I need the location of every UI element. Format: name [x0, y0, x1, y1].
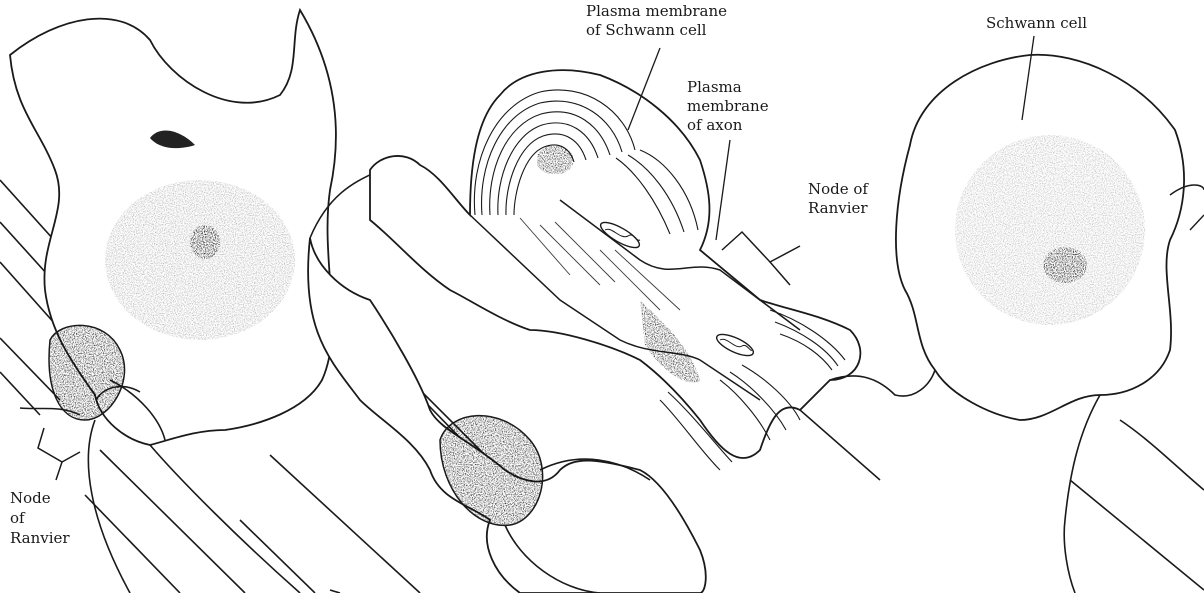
leader-axon-membrane [716, 140, 730, 240]
label-node-of-ranvier-left: Node of Ranvier [10, 488, 70, 548]
myelin-sheath-cutaway [370, 70, 860, 470]
left-node-bracket [20, 408, 80, 480]
right-lower-tubes [1064, 395, 1204, 593]
label-plasma-membrane-schwann: Plasma membrane of Schwann cell [586, 2, 727, 40]
left-lower-tube [88, 420, 300, 593]
right-schwann-nucleus [1043, 247, 1087, 283]
left-schwann-nucleus [190, 225, 220, 259]
label-schwann-cell: Schwann cell [986, 14, 1087, 33]
left-schwann-cell [10, 10, 336, 445]
label-node-of-ranvier-center: Node of Ranvier [808, 180, 868, 218]
label-plasma-membrane-axon: Plasma membrane of axon [687, 78, 769, 135]
right-schwann-cell [896, 55, 1204, 420]
